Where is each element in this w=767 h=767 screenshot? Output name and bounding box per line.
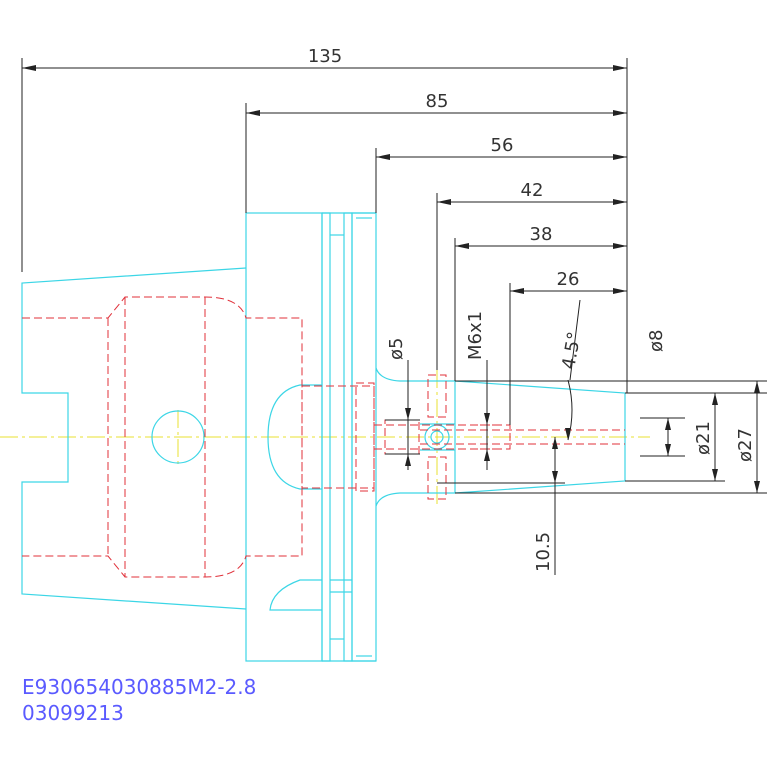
dimension-lines [21, 58, 767, 575]
dim-dia-5: ø5 [386, 338, 407, 360]
centerline [0, 370, 650, 505]
part-outline [21, 212, 626, 662]
dim-dia-8: ø8 [646, 330, 667, 352]
dim-10-5: 10.5 [533, 532, 554, 572]
dim-56: 56 [491, 135, 514, 156]
dim-dia-27: ø27 [735, 428, 756, 462]
dim-42: 42 [521, 180, 544, 201]
part-code-line2: 03099213 [22, 701, 124, 725]
dim-angle: 4.5° [558, 330, 585, 371]
part-code: E930654030885M2-2.8 03099213 [22, 675, 256, 725]
dim-85: 85 [426, 91, 449, 112]
dim-26: 26 [557, 269, 580, 290]
dim-38: 38 [530, 224, 553, 245]
dim-135: 135 [308, 46, 342, 67]
dim-dia-21: ø21 [693, 421, 714, 455]
dim-m6x1: M6x1 [465, 311, 486, 360]
hidden-lines [22, 296, 625, 578]
part-code-line1: E930654030885M2-2.8 [22, 675, 256, 699]
dimension-labels: 135 85 56 42 38 26 ø5 M6x1 4.5° ø8 ø21 ø… [308, 46, 756, 572]
